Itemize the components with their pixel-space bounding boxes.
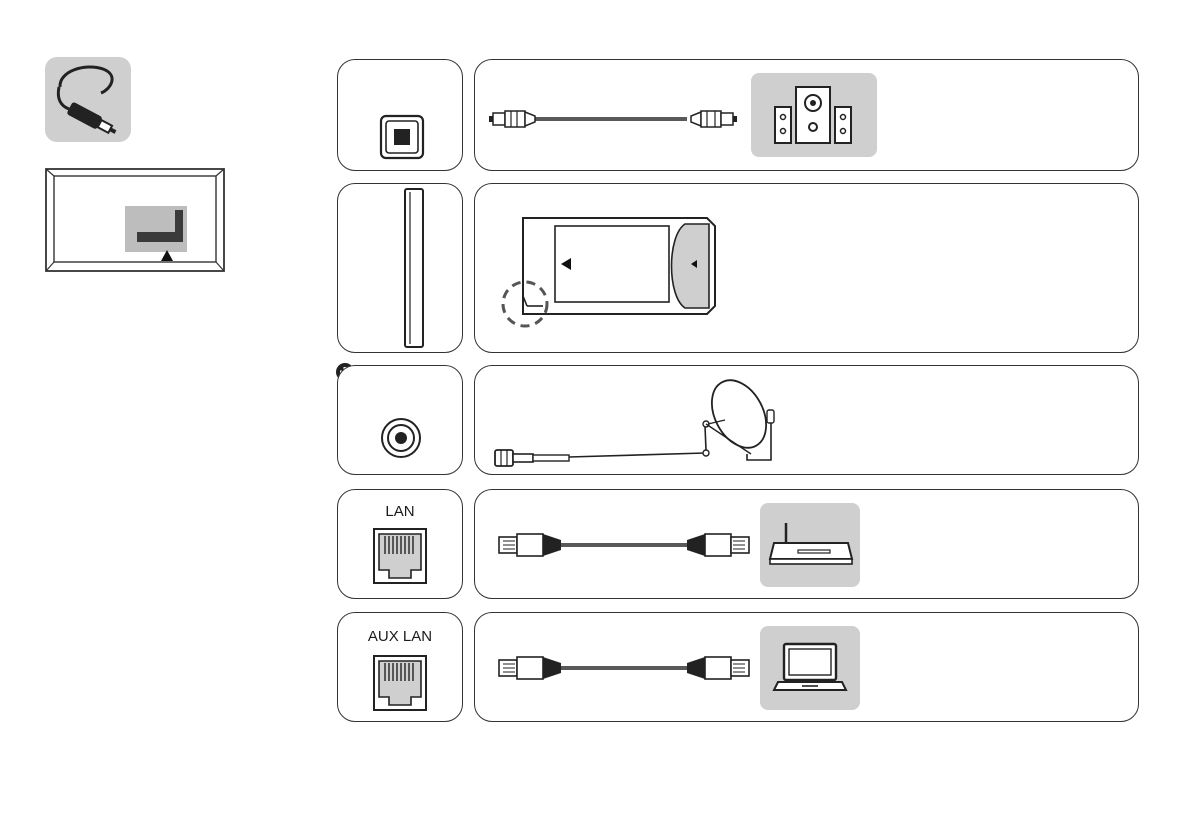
speaker-icon <box>773 85 855 145</box>
conn-box-satellite <box>474 365 1139 475</box>
port-box-satellite <box>337 365 463 475</box>
satellite-dish-icon <box>493 374 783 474</box>
optical-port-icon <box>380 115 424 159</box>
laptop-device-box <box>760 626 860 710</box>
lan-port-icon <box>373 528 427 584</box>
tv-back-icon <box>45 168 225 272</box>
conn-box-optical <box>474 59 1139 171</box>
port-box-optical <box>337 59 463 171</box>
ci-slot-icon <box>404 188 424 348</box>
cable-icon <box>45 57 131 142</box>
router-icon <box>768 521 854 565</box>
ci-card-icon <box>497 216 717 328</box>
optical-cable <box>489 108 739 130</box>
conn-box-aux-lan <box>474 612 1139 722</box>
satellite-port-icon <box>381 418 421 458</box>
conn-box-lan <box>474 489 1139 599</box>
lan-cable <box>497 530 751 560</box>
port-box-aux-lan: AUX LAN <box>337 612 463 722</box>
conn-box-ci <box>474 183 1139 353</box>
router-device-box <box>760 503 860 587</box>
tv-back-diagram <box>45 168 225 272</box>
speaker-device-box <box>751 73 877 157</box>
aux-lan-cable <box>497 653 751 683</box>
lan-port-label: LAN <box>338 503 462 520</box>
cable-icon-box <box>45 57 131 142</box>
port-box-lan: LAN <box>337 489 463 599</box>
aux-lan-port-label: AUX LAN <box>338 628 462 645</box>
laptop-icon <box>774 642 846 694</box>
aux-lan-port-icon <box>373 655 427 711</box>
port-box-ci-slot <box>337 183 463 353</box>
